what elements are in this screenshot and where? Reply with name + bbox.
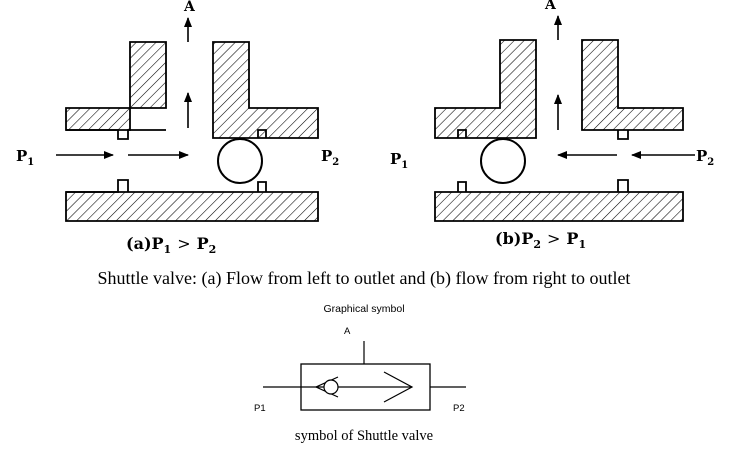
- port-label-p1-a: P1: [16, 147, 34, 168]
- symbol-left-label: P1: [254, 403, 266, 414]
- diagram-a-caption: (a)P1>P2: [126, 234, 216, 256]
- diagram-b: A P1 P2 (b)P2>P1: [390, 0, 714, 251]
- valve-body-b: [434, 39, 684, 222]
- symbol-title: Graphical symbol: [323, 303, 404, 315]
- main-caption: Shuttle valve: (a) Flow from left to out…: [98, 268, 631, 289]
- graphical-symbol: Graphical symbol A P1 P2 symbol of Shutt…: [254, 303, 466, 444]
- port-label-p2-a: P2: [321, 147, 339, 168]
- diagram-b-caption: (b)P2>P1: [495, 229, 586, 251]
- diagram-a: A P1 P2 (a)P1>P2: [16, 0, 339, 256]
- symbol-right-label: P2: [453, 403, 465, 414]
- outlet-label-a: A: [183, 0, 196, 15]
- symbol-check-ball: [323, 379, 339, 395]
- symbol-right-seat: [383, 371, 414, 403]
- shuttle-ball-a: [217, 138, 263, 184]
- port-label-p2-b: P2: [696, 147, 714, 168]
- shuttle-ball-b: [480, 138, 526, 184]
- valve-body-a: [65, 41, 319, 222]
- port-label-p1-b: P1: [390, 150, 408, 171]
- symbol-outlet-label: A: [344, 326, 351, 337]
- symbol-caption: symbol of Shuttle valve: [295, 428, 433, 444]
- outlet-label-b: A: [544, 0, 557, 13]
